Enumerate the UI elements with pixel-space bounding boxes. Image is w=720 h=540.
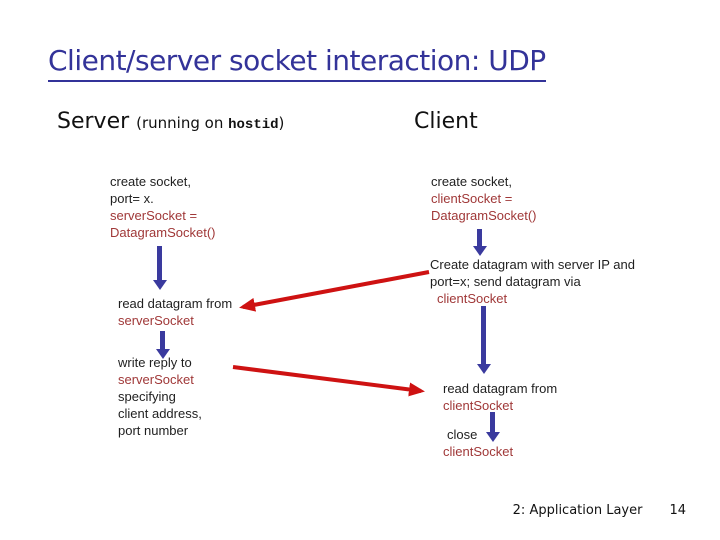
step-line: serverSocket = bbox=[110, 208, 198, 223]
server-to-client-reply-arrow bbox=[232, 365, 425, 397]
footer-page-number: 14 bbox=[669, 503, 686, 518]
step-line: DatagramSocket() bbox=[110, 225, 216, 240]
client-read-to-close-arrow bbox=[490, 412, 495, 432]
step-line: create socket, bbox=[110, 174, 191, 189]
slide-footer: 2: Application Layer 14 bbox=[513, 503, 686, 518]
step-line: serverSocket bbox=[118, 313, 194, 328]
step-line: DatagramSocket() bbox=[431, 208, 537, 223]
step-line: specifying bbox=[118, 389, 176, 404]
client-send-to-read-arrow bbox=[481, 306, 486, 364]
client-heading-label: Client bbox=[414, 109, 478, 134]
step-line: port=x; send datagram via bbox=[430, 274, 581, 289]
client-step-read-datagram: read datagram from clientSocket bbox=[443, 380, 557, 414]
step-line: client address, bbox=[118, 406, 202, 421]
step-line: clientSocket bbox=[443, 444, 514, 459]
footer-section: 2: Application Layer bbox=[512, 503, 643, 518]
client-create-to-datagram-arrow bbox=[477, 229, 482, 246]
step-line: port= x. bbox=[110, 191, 154, 206]
server-step-read-datagram: read datagram from serverSocket bbox=[118, 295, 232, 329]
client-step-create-send-datagram: Create datagram with server IP and port=x… bbox=[430, 256, 635, 307]
step-line: clientSocket = bbox=[431, 191, 513, 206]
server-column-heading: Server (running on hostid) bbox=[57, 109, 284, 134]
step-line: Create datagram with server IP and bbox=[430, 257, 635, 272]
step-line: create socket, bbox=[431, 174, 512, 189]
client-column-heading: Client bbox=[414, 109, 478, 134]
step-line: close bbox=[447, 427, 478, 442]
step-line: clientSocket bbox=[443, 398, 514, 413]
server-step-create-socket: create socket, port= x. serverSocket = Data… bbox=[110, 173, 215, 241]
server-read-to-write-arrow bbox=[160, 331, 165, 349]
step-line: read datagram from bbox=[443, 381, 558, 396]
step-line: write reply to bbox=[118, 355, 192, 370]
step-line: port number bbox=[118, 423, 189, 438]
step-line: serverSocket bbox=[118, 372, 194, 387]
step-line: clientSocket bbox=[437, 291, 508, 306]
server-note-close: ) bbox=[278, 114, 285, 132]
client-step-create-socket: create socket, clientSocket = DatagramSock… bbox=[431, 173, 536, 224]
server-step-write-reply: write reply to serverSocket specifying clie… bbox=[118, 354, 202, 439]
server-note-open: (running on bbox=[136, 114, 229, 132]
client-step-close-socket: close clientSocket bbox=[443, 426, 513, 460]
hostid-code: hostid bbox=[228, 117, 279, 133]
server-heading-label: Server bbox=[57, 109, 137, 134]
server-create-to-read-arrow bbox=[157, 246, 162, 280]
slide-title: Client/server socket interaction: UDP bbox=[48, 44, 546, 82]
step-line: read datagram from bbox=[118, 296, 233, 311]
client-to-server-datagram-arrow bbox=[239, 270, 430, 312]
server-heading-note: (running on hostid) bbox=[136, 114, 285, 133]
